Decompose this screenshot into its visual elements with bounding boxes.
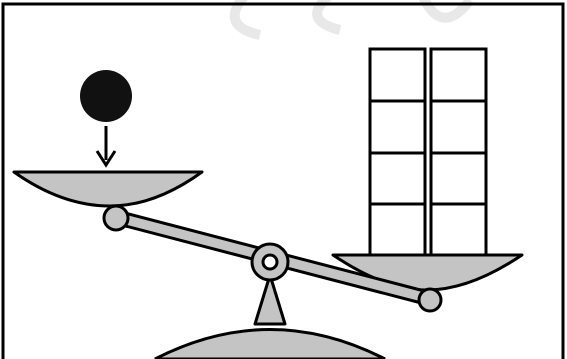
beam-end-right bbox=[417, 287, 443, 313]
scale-base bbox=[154, 328, 386, 359]
block bbox=[429, 99, 488, 155]
block bbox=[368, 99, 427, 155]
down-arrow-icon bbox=[95, 150, 117, 168]
beam-end-left bbox=[102, 204, 130, 232]
ball bbox=[80, 70, 132, 122]
block bbox=[368, 202, 427, 257]
pivot-pin bbox=[261, 253, 279, 271]
right-pan-group bbox=[331, 47, 524, 292]
beam-group bbox=[102, 204, 443, 313]
block-stack bbox=[368, 47, 488, 257]
block bbox=[368, 47, 427, 103]
left-pan bbox=[12, 170, 204, 208]
scale-post bbox=[253, 273, 287, 326]
left-pan-group bbox=[12, 70, 204, 208]
block bbox=[429, 47, 488, 103]
block bbox=[429, 151, 488, 206]
block bbox=[429, 202, 488, 257]
watermark bbox=[229, 0, 474, 40]
block bbox=[368, 151, 427, 206]
